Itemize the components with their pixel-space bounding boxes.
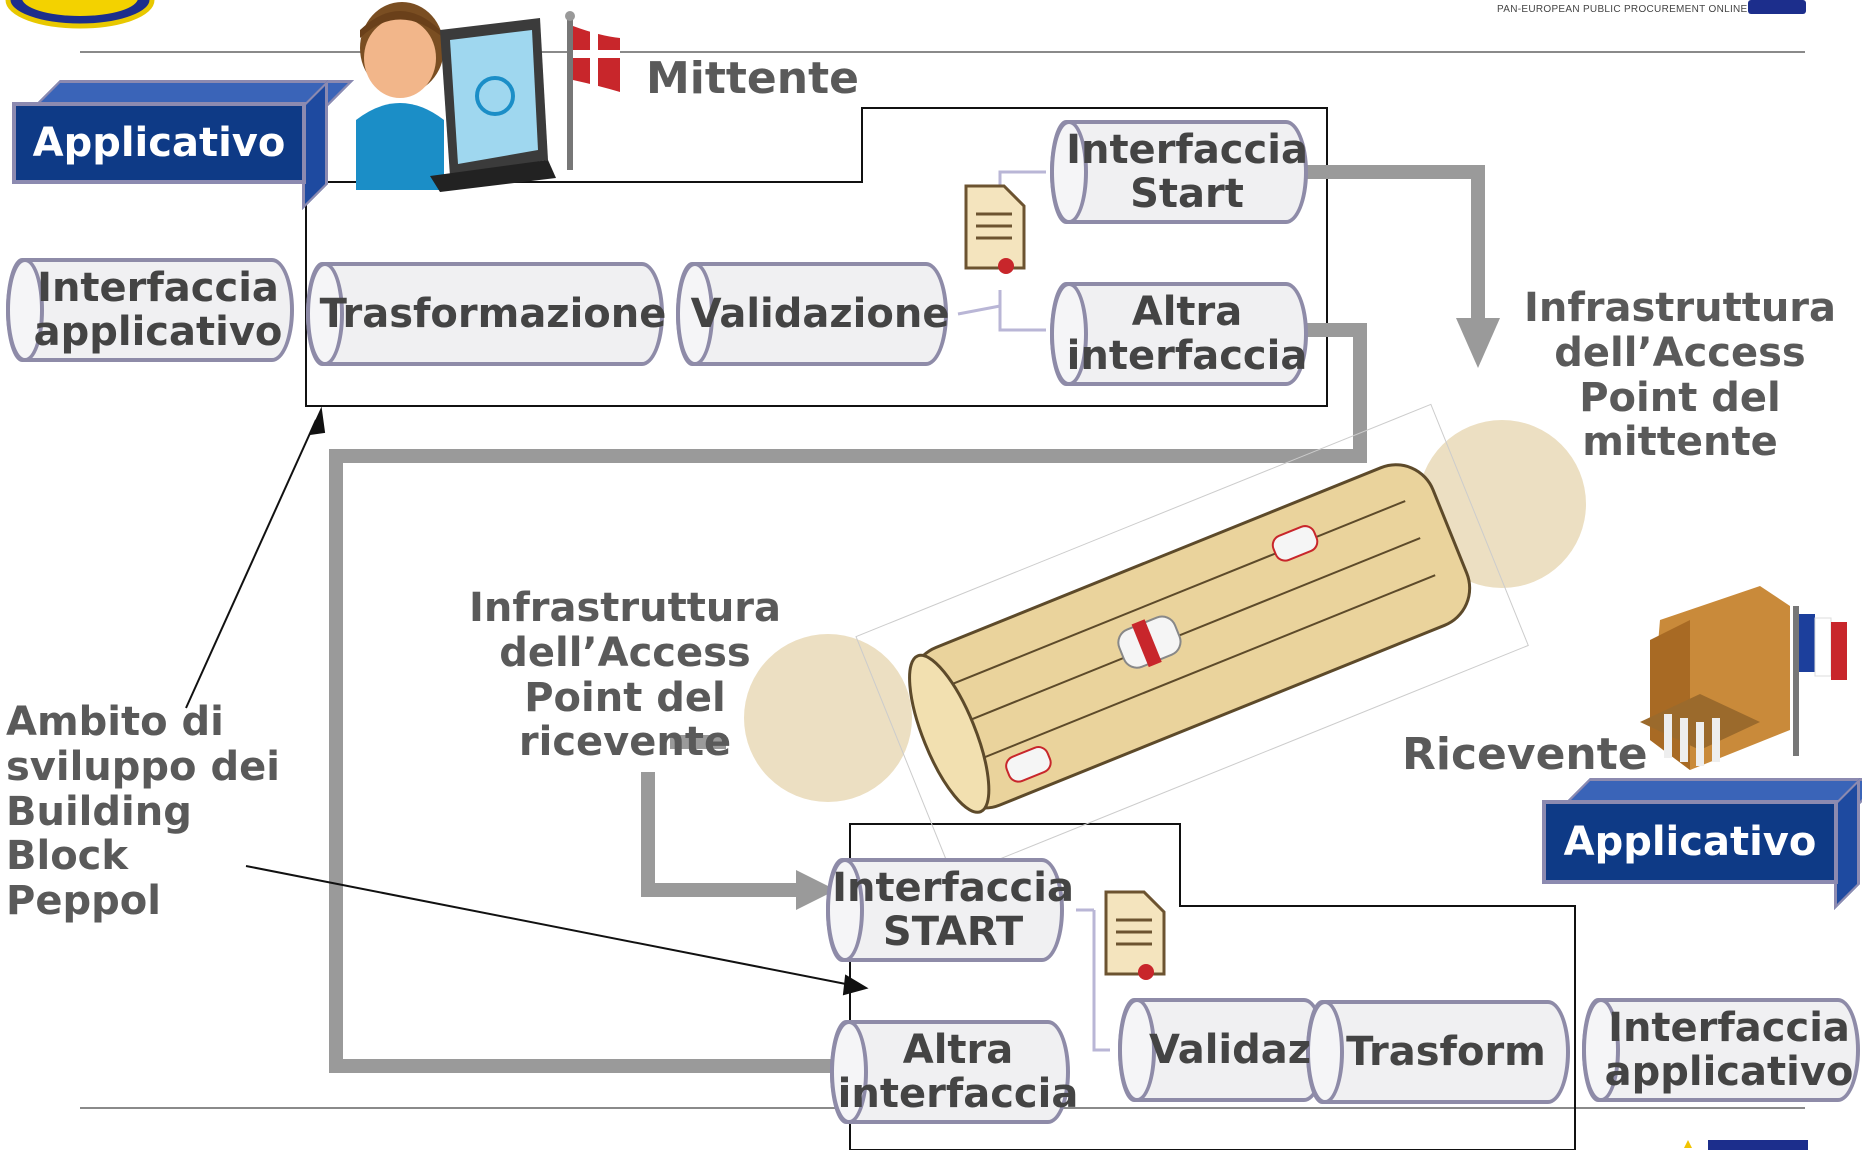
validation-links xyxy=(957,170,1110,1052)
other-interface-loop xyxy=(329,323,1367,1073)
sender-app-label: Applicativo xyxy=(12,102,306,184)
receiver-transform-label: Trasform xyxy=(1346,1029,1546,1075)
danish-flag-icon xyxy=(565,11,620,170)
receiver-scope-box xyxy=(849,823,1576,1150)
receiver-ap-circle xyxy=(744,634,912,802)
sender-app-interface-cylinder: Interfaccia applicativo xyxy=(6,258,294,362)
sender-ap-circle xyxy=(1418,420,1586,588)
receiver-validate-cylinder: Validaz xyxy=(1118,998,1326,1102)
scope-label: Ambito di sviluppo dei Building Block Pe… xyxy=(6,699,280,925)
sender-validate-cylinder: Validazione xyxy=(676,262,950,366)
pipe-bundle-icon xyxy=(855,403,1529,879)
org-logo-icon xyxy=(5,0,155,29)
down-arrowhead-icon xyxy=(1456,318,1500,368)
sender-start-label: Interfaccia Start xyxy=(1066,127,1308,217)
sender-app-interface-label: Interfaccia applicativo xyxy=(33,265,283,355)
peppol-logo-text: PAN-EUROPEAN PUBLIC PROCUREMENT ONLINE xyxy=(1497,4,1748,15)
receiver-other-label: Altra interfaccia xyxy=(837,1027,1079,1117)
receiver-start-label: Interfaccia START xyxy=(832,865,1074,955)
receiver-validate-label: Validaz xyxy=(1148,1027,1312,1073)
infra-to-start-arrow xyxy=(641,772,800,897)
user-laptop-icon xyxy=(356,2,556,192)
sender-transform-label: Trasformazione xyxy=(319,291,667,337)
receiver-app-box: Applicativo xyxy=(1542,778,1862,910)
sender-infra-label: Infrastruttura dell’Access Point del mit… xyxy=(1523,285,1837,466)
eu-badge-icon xyxy=(1748,0,1806,14)
certificate-document-icon xyxy=(1104,890,1166,980)
sender-app-box: Applicativo xyxy=(12,80,354,210)
sender-transform-cylinder: Trasformazione xyxy=(306,262,667,366)
sender-validate-label: Validazione xyxy=(690,291,950,337)
receiver-other-cylinder: Altra interfaccia xyxy=(830,1020,1078,1124)
connectors xyxy=(329,165,1485,1073)
receiver-transform-cylinder: Trasform xyxy=(1306,1000,1570,1104)
scope-annotation-arrows xyxy=(185,406,869,996)
receiver-app-interface-cylinder: Interfaccia applicativo xyxy=(1582,998,1860,1102)
eu-star-icon xyxy=(1684,1140,1692,1148)
certificate-document-icon xyxy=(964,184,1026,274)
sender-scope-box xyxy=(305,107,1328,407)
receiver-app-label: Applicativo xyxy=(1542,800,1838,884)
right-arrowhead-icon xyxy=(796,870,836,910)
receiver-app-interface-label: Interfaccia applicativo xyxy=(1604,1005,1854,1095)
start-to-infra-arrow xyxy=(1306,165,1485,320)
french-flag-icon xyxy=(1793,606,1847,756)
receiver-infra-label: Infrastruttura dell’Access Point del ric… xyxy=(468,585,782,766)
sender-title: Mittente xyxy=(646,53,859,104)
sender-other-label: Altra interfaccia xyxy=(1066,289,1308,379)
receiver-title: Ricevente xyxy=(1402,729,1648,780)
sender-other-cylinder: Altra interfaccia xyxy=(1050,282,1308,386)
eu-footer-badge-icon xyxy=(1708,1140,1808,1150)
government-building-icon xyxy=(1640,586,1790,770)
sender-start-cylinder: Interfaccia Start xyxy=(1050,120,1308,224)
receiver-start-cylinder: Interfaccia START xyxy=(826,858,1074,962)
